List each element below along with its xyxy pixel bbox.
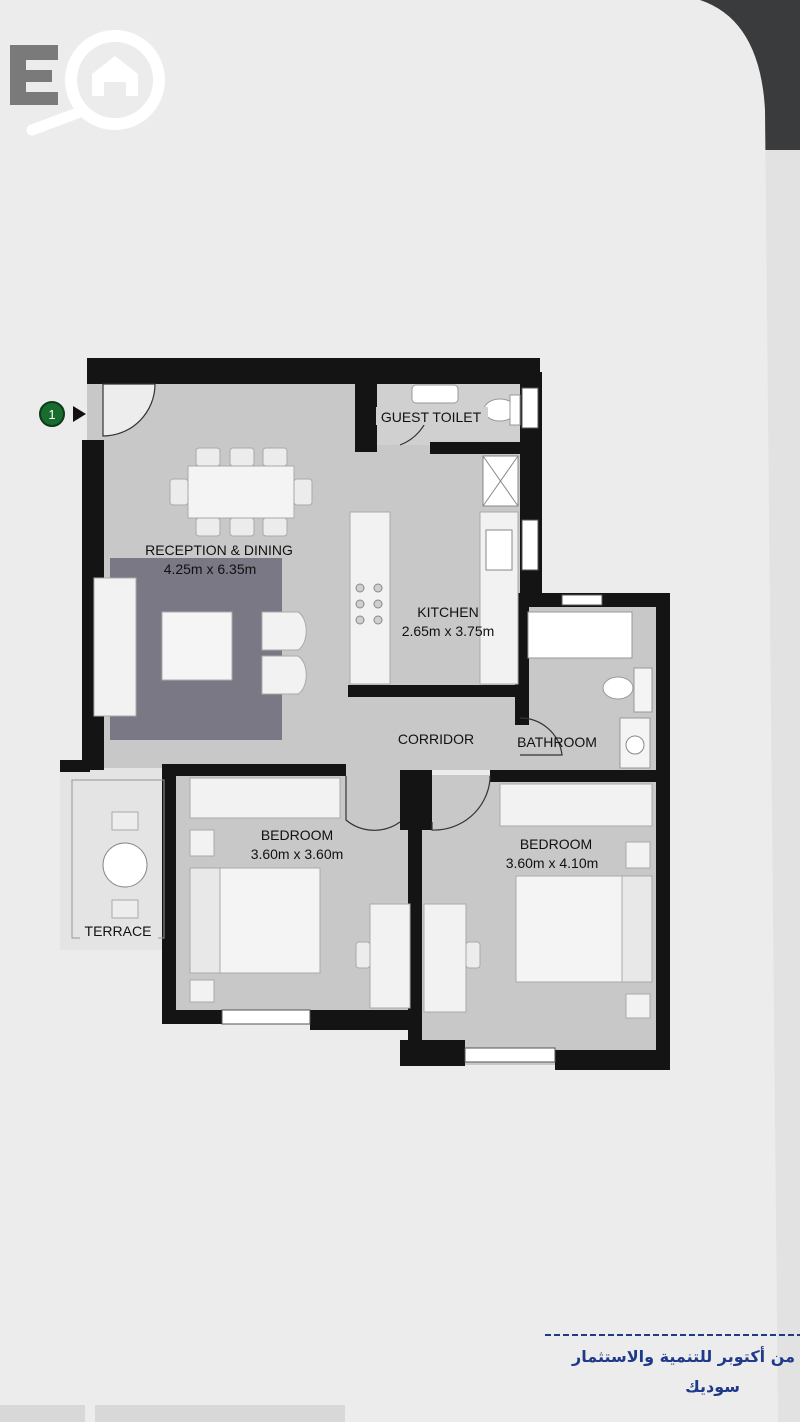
windows bbox=[221, 387, 603, 1063]
guest-toilet-label: GUEST TOILET bbox=[381, 409, 482, 425]
reception-label: RECEPTION & DINING bbox=[145, 542, 293, 558]
reception-size: 4.25m x 6.35m bbox=[164, 561, 257, 577]
entrance-marker-label: 1 bbox=[48, 407, 55, 422]
bedroom-2-furniture bbox=[423, 783, 653, 1019]
bedroom-2-size: 3.60m x 4.10m bbox=[506, 855, 599, 871]
dining-set bbox=[169, 447, 313, 537]
living-set bbox=[93, 577, 307, 717]
bedroom-2-label: BEDROOM bbox=[520, 836, 592, 852]
stamp-line-2: سوديك bbox=[685, 1377, 740, 1396]
corridor-label: CORRIDOR bbox=[398, 731, 474, 747]
doors bbox=[102, 383, 563, 831]
stamp: من أكتوبر للتنمية والاستثمار سوديك bbox=[545, 1334, 800, 1396]
logo-home-icon bbox=[26, 30, 165, 136]
entrance-arrow-icon bbox=[73, 406, 86, 422]
logo bbox=[10, 30, 165, 136]
terrace-label: TERRACE bbox=[85, 923, 152, 939]
bedroom-1-label: BEDROOM bbox=[261, 827, 333, 843]
guest-toilet-fixtures bbox=[411, 384, 521, 426]
bathroom-label: BATHROOM bbox=[517, 734, 597, 750]
bathroom-fixtures bbox=[527, 611, 653, 769]
bedroom-1-size: 3.60m x 3.60m bbox=[251, 846, 344, 862]
stamp-line-1: من أكتوبر للتنمية والاستثمار bbox=[571, 1346, 795, 1366]
kitchen-label: KITCHEN bbox=[417, 604, 478, 620]
kitchen-counters bbox=[349, 455, 519, 685]
bedroom-1-furniture bbox=[189, 777, 411, 1009]
entrance-marker-icon: 1 bbox=[39, 401, 65, 427]
kitchen-size: 2.65m x 3.75m bbox=[402, 623, 495, 639]
terrace-furniture bbox=[71, 779, 165, 939]
